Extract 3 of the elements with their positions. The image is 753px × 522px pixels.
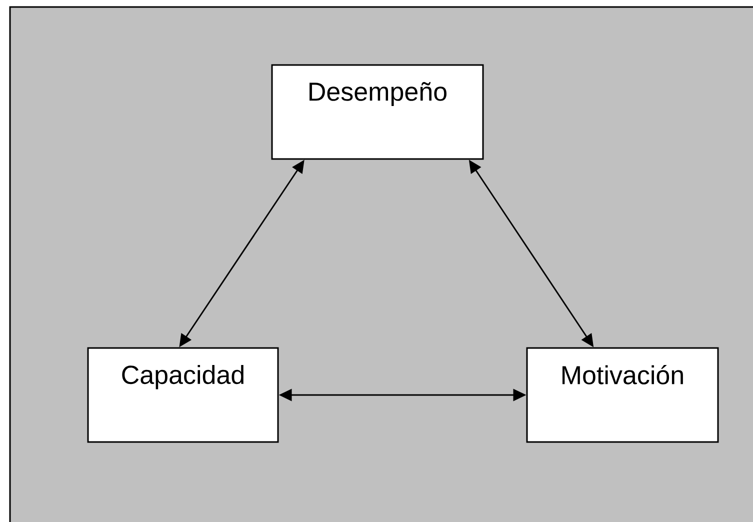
box: Desempeño [271,64,484,160]
box: Motivación [526,347,719,443]
box: Capacidad [87,347,279,443]
